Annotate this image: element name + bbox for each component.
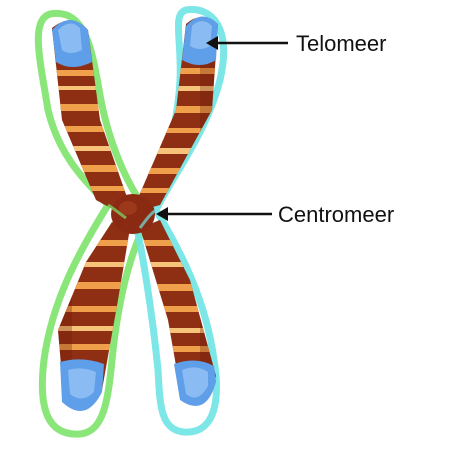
chromatid-arm-lower-left <box>58 222 130 411</box>
telomere-label: Telomeer <box>296 31 386 56</box>
arrow-left-icon <box>156 207 168 221</box>
arrow-left-icon <box>206 36 218 50</box>
centromere-label: Centromeer <box>278 202 394 227</box>
telomere-pointer <box>206 36 288 50</box>
centromere-pointer <box>156 207 272 221</box>
centromere-body <box>111 194 155 234</box>
left-chromatid-outline <box>34 9 154 438</box>
